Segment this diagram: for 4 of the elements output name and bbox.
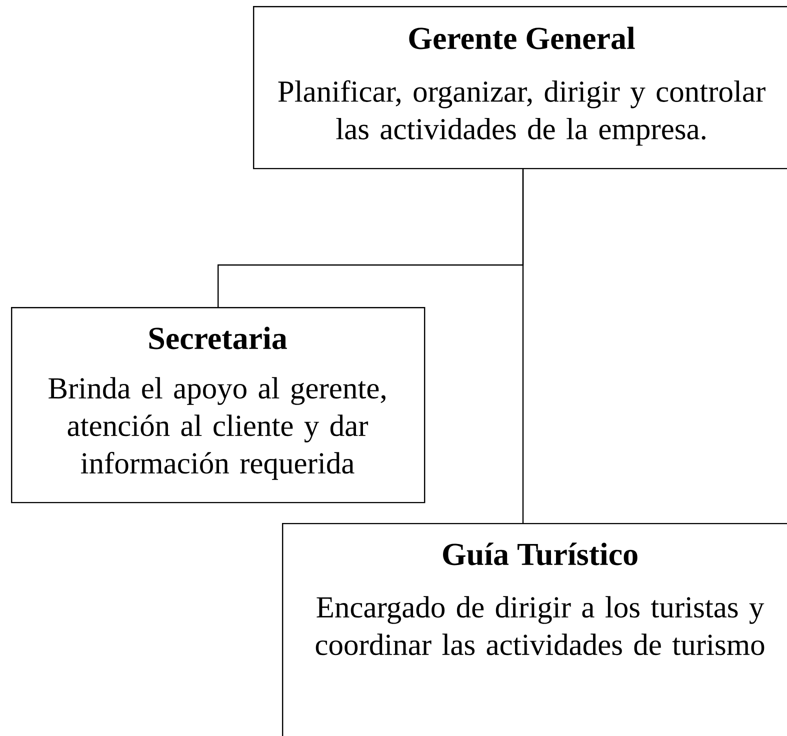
role-box: Guía Turístico Encargado de dirigir a los turistas y coordinar las actividades de turismo	[282, 522, 787, 736]
role-box: Secretaria Brinda el apoyo al gerente, atención al cliente y dar información requerida	[11, 306, 426, 504]
connector-line	[522, 169, 524, 523]
role-box: Gerente General Planificar, organizar, dirigir y controlar las actividades de la empresa.	[253, 6, 787, 170]
